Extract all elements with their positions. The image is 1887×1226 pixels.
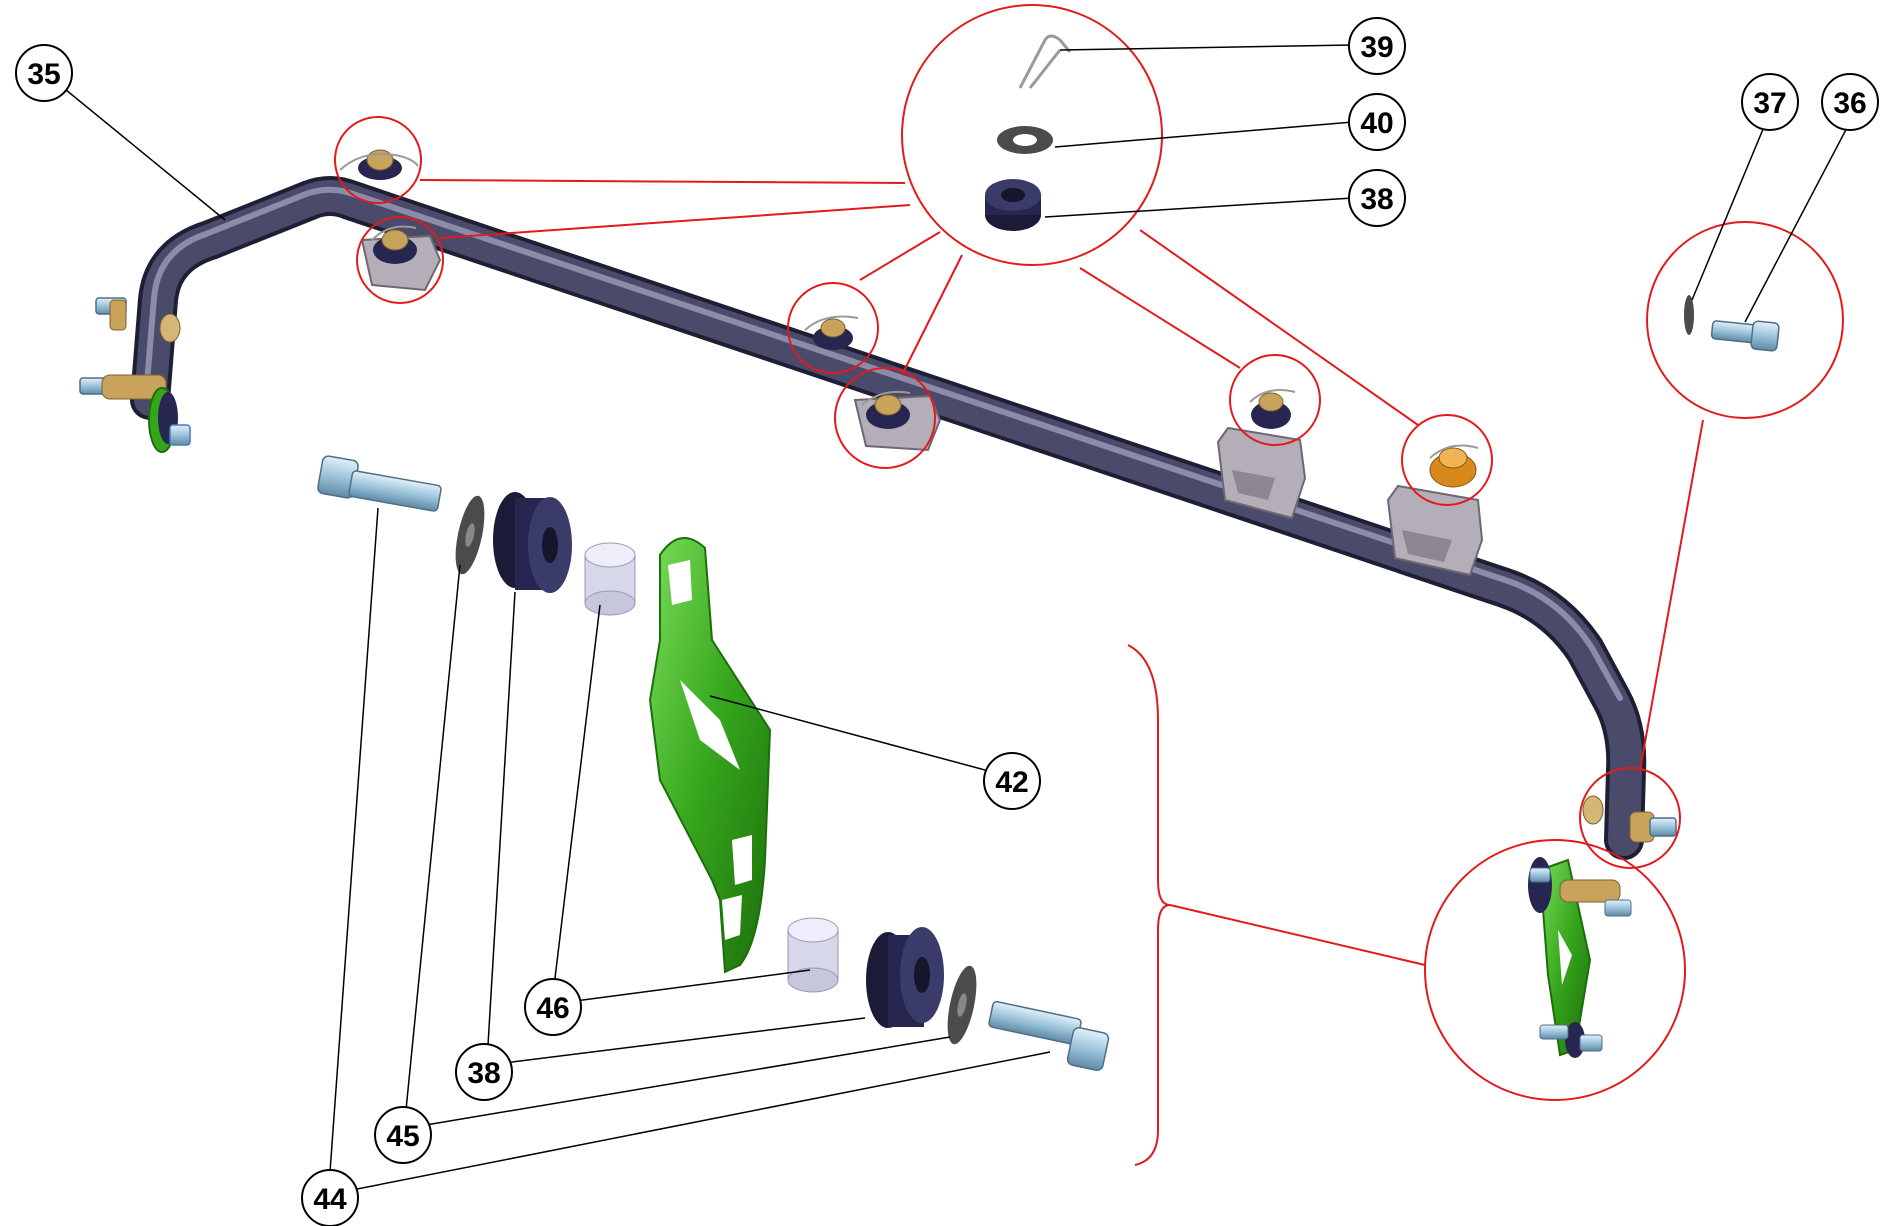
part-40-flat-washer bbox=[997, 126, 1053, 154]
mount-point-5 bbox=[1216, 389, 1307, 520]
part-42-link-bracket bbox=[648, 537, 772, 974]
detail-ring-mount-1 bbox=[334, 116, 422, 204]
detail-ring-link bbox=[1424, 839, 1686, 1101]
callout-35: 35 bbox=[15, 44, 73, 102]
callout-38-top: 38 bbox=[1348, 169, 1406, 227]
callout-42: 42 bbox=[983, 752, 1041, 810]
svg-text:42: 42 bbox=[995, 766, 1028, 799]
detail-ring-mount-6 bbox=[1401, 414, 1493, 506]
part-38-bushing-lower bbox=[866, 927, 944, 1028]
detail-ring-mount-3 bbox=[787, 282, 879, 374]
mount-point-2 bbox=[360, 225, 442, 292]
part-44-bolt-upper bbox=[317, 455, 442, 512]
leader-lines bbox=[59, 44, 1851, 1193]
callout-38-bottom: 38 bbox=[455, 1043, 513, 1101]
part-46-spacer-upper bbox=[584, 542, 636, 616]
detail-ring-hardware bbox=[901, 4, 1163, 266]
svg-text:40: 40 bbox=[1360, 107, 1393, 140]
part-38-bushing-top bbox=[985, 179, 1041, 231]
mount-point-6 bbox=[1386, 444, 1484, 577]
svg-text:39: 39 bbox=[1360, 31, 1393, 64]
detail-ring-mount-2 bbox=[356, 216, 444, 304]
svg-text:38: 38 bbox=[467, 1057, 500, 1090]
callout-46: 46 bbox=[524, 978, 582, 1036]
svg-text:38: 38 bbox=[1360, 183, 1393, 216]
detail-ring-mount-4 bbox=[834, 367, 936, 469]
detail-ring-mount-5 bbox=[1229, 354, 1321, 446]
part-37-lock-washer bbox=[1684, 295, 1694, 335]
part-46-spacer-lower bbox=[787, 917, 839, 993]
mount-point-3 bbox=[804, 315, 859, 350]
part-45-washer-lower bbox=[947, 965, 977, 1045]
detail-ring-end bbox=[1579, 767, 1681, 869]
left-end-hardware bbox=[79, 297, 191, 453]
part-36-cap-screw bbox=[1710, 320, 1780, 352]
mount-point-4 bbox=[853, 390, 942, 452]
detail-connectors bbox=[419, 179, 1704, 1166]
callout-40: 40 bbox=[1348, 93, 1406, 151]
detail-rings bbox=[334, 4, 1844, 1101]
callout-39: 39 bbox=[1348, 17, 1406, 75]
svg-text:44: 44 bbox=[313, 1183, 347, 1216]
svg-text:46: 46 bbox=[536, 992, 569, 1025]
svg-text:36: 36 bbox=[1833, 87, 1866, 120]
part-44-bolt-lower bbox=[988, 1000, 1110, 1071]
svg-text:37: 37 bbox=[1753, 87, 1786, 120]
callout-36: 36 bbox=[1821, 73, 1879, 131]
callout-37: 37 bbox=[1741, 73, 1799, 131]
part-45-washer-upper bbox=[455, 495, 485, 575]
callout-45: 45 bbox=[374, 1106, 432, 1164]
mount-point-1 bbox=[339, 149, 419, 180]
part-38-bushing-upper bbox=[493, 492, 572, 593]
svg-text:45: 45 bbox=[386, 1120, 419, 1153]
right-end-hardware bbox=[1528, 795, 1677, 1058]
stabilizer-bar bbox=[130, 176, 1647, 860]
detail-ring-36-37 bbox=[1646, 221, 1844, 419]
svg-text:35: 35 bbox=[27, 58, 60, 91]
part-39-hairpin-clip bbox=[1018, 34, 1072, 89]
callout-44: 44 bbox=[301, 1169, 359, 1226]
